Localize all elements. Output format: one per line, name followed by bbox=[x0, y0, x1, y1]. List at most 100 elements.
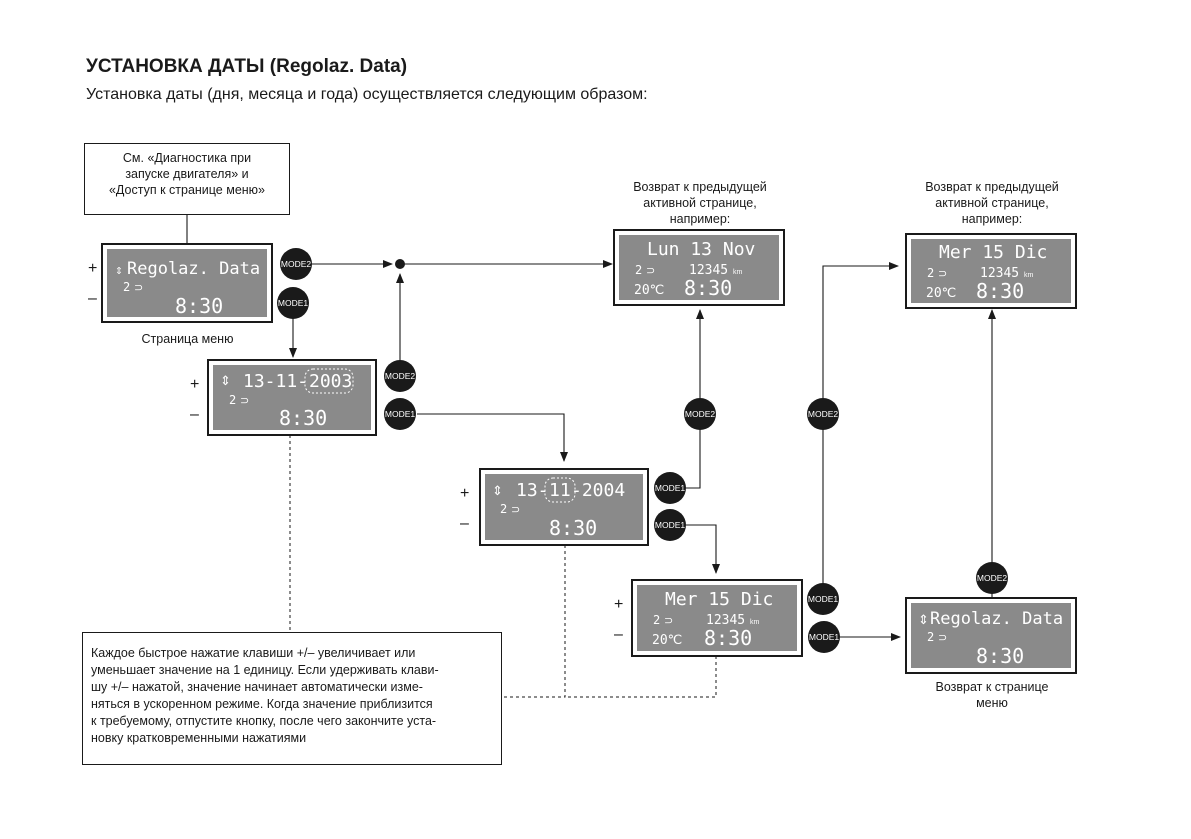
svg-text:MODE1: MODE1 bbox=[655, 483, 686, 493]
lcd-date: Mer 15 Dic bbox=[665, 589, 773, 610]
lcd-time: 8:30 bbox=[175, 294, 223, 318]
lcd-gear: 2 bbox=[123, 280, 130, 294]
lcd-time: 8:30 bbox=[704, 626, 752, 650]
reference-line: запуске двигателя» и bbox=[125, 167, 249, 181]
lcd-time: 8:30 bbox=[279, 406, 327, 430]
mode1-button[interactable]: MODE1 bbox=[807, 583, 839, 615]
lcd-temperature: 20℃ bbox=[634, 283, 664, 298]
lcd-time: 8:30 bbox=[976, 644, 1024, 668]
headlight-icon: ⊃ bbox=[938, 632, 947, 644]
minus-label: – bbox=[88, 290, 97, 307]
lcd-odometer-unit: km bbox=[750, 619, 760, 626]
page-title: УСТАНОВКА ДАТЫ (Regolaz. Data) bbox=[86, 56, 408, 77]
lcd-date: Mer 15 Dic bbox=[939, 242, 1047, 263]
caption-return-previous-1: Возврат к предыдущей активной странице, … bbox=[610, 179, 790, 227]
caption-return-menu: Возврат к странице меню bbox=[912, 679, 1072, 711]
note-line: уменьшает значение на 1 единицу. Если уд… bbox=[91, 663, 439, 677]
selection-highlight bbox=[544, 477, 576, 503]
lcd-odometer-unit: km bbox=[733, 269, 743, 276]
lcd-title: Regolaz. Data bbox=[127, 259, 260, 279]
lcd-time: 8:30 bbox=[976, 279, 1024, 303]
note-line: шу +/– нажатой, значение начинает автома… bbox=[91, 680, 423, 694]
lcd-date-selected: 2003 bbox=[309, 371, 352, 392]
svg-text:MODE2: MODE2 bbox=[808, 409, 839, 419]
lcd-year: ⇕ 13-11- 2003 2 ⊃ 8:30 bbox=[207, 359, 377, 436]
mode2-button[interactable]: MODE2 bbox=[384, 360, 416, 392]
lcd-example-1: Lun 13 Nov 2 ⊃ 12345 km 20℃ 8:30 bbox=[613, 229, 785, 306]
headlight-icon: ⊃ bbox=[240, 395, 249, 407]
reference-line: «Доступ к странице меню» bbox=[108, 183, 266, 197]
lcd-gear: 2 bbox=[927, 630, 934, 644]
mode2-button[interactable]: MODE2 bbox=[807, 398, 839, 430]
page-subtitle: Установка даты (дня, месяца и года) осущ… bbox=[86, 86, 648, 103]
lcd-gear: 2 bbox=[229, 393, 236, 407]
svg-text:MODE1: MODE1 bbox=[385, 409, 416, 419]
mode2-button[interactable]: MODE2 bbox=[280, 248, 312, 280]
lcd-date: 13- bbox=[516, 480, 549, 501]
mode1-button[interactable]: MODE1 bbox=[808, 621, 840, 653]
note-line: к требуемому, отпустите кнопку, после че… bbox=[91, 714, 437, 728]
caption-line: Возврат к странице bbox=[935, 680, 1049, 694]
mode1-button[interactable]: MODE1 bbox=[654, 509, 686, 541]
dashed-connector bbox=[502, 545, 566, 698]
headlight-icon: ⊃ bbox=[511, 504, 520, 516]
lcd-odometer-unit: km bbox=[1024, 272, 1034, 279]
mode2-button[interactable]: MODE2 bbox=[976, 562, 1008, 594]
caption-line: например: bbox=[961, 212, 1023, 226]
updown-icon: ⇕ bbox=[220, 373, 231, 388]
lcd-date: Lun 13 Nov bbox=[647, 239, 755, 260]
minus-label: – bbox=[460, 515, 469, 532]
plus-label: + bbox=[88, 260, 98, 277]
selection-highlight bbox=[304, 368, 354, 394]
lcd-temperature: 20℃ bbox=[926, 286, 956, 301]
lcd-gear: 2 bbox=[653, 613, 660, 627]
note-line: новку кратковременными нажатиями bbox=[91, 731, 307, 745]
mode1-button[interactable]: MODE1 bbox=[384, 398, 416, 430]
lcd-gear: 2 bbox=[635, 263, 642, 277]
lcd-odometer: 12345 bbox=[706, 613, 745, 628]
lcd-time: 8:30 bbox=[684, 276, 732, 300]
mode1-button[interactable]: MODE1 bbox=[277, 287, 309, 319]
svg-text:MODE1: MODE1 bbox=[809, 632, 840, 642]
lcd-dic: Mer 15 Dic 2 ⊃ 12345 km 20℃ 8:30 bbox=[631, 579, 803, 657]
mode2-button[interactable]: MODE2 bbox=[684, 398, 716, 430]
mode1-button[interactable]: MODE1 bbox=[654, 472, 686, 504]
note-line: Каждое быстрое нажатие клавиши +/– увели… bbox=[91, 646, 416, 660]
note-box: Каждое быстрое нажатие клавиши +/– увели… bbox=[82, 632, 502, 765]
caption-line: Возврат к предыдущей bbox=[633, 180, 767, 194]
svg-text:MODE2: MODE2 bbox=[281, 259, 312, 269]
lcd-title: Regolaz. Data bbox=[930, 609, 1063, 629]
dashed-connector bbox=[565, 656, 717, 698]
headlight-icon: ⊃ bbox=[134, 282, 143, 294]
caption-line: меню bbox=[976, 696, 1008, 710]
lcd-date-selected: 11 bbox=[549, 480, 571, 501]
plus-label: + bbox=[614, 596, 624, 613]
lcd-date: 13-11- bbox=[243, 371, 308, 392]
svg-text:MODE2: MODE2 bbox=[977, 573, 1008, 583]
caption-menu-page: Страница меню bbox=[141, 332, 234, 346]
arrow-year-mode1-to-month bbox=[417, 413, 568, 462]
svg-text:MODE1: MODE1 bbox=[655, 520, 686, 530]
updown-icon: ⇕ bbox=[918, 612, 929, 627]
lcd-example-2: Mer 15 Dic 2 ⊃ 12345 km 20℃ 8:30 bbox=[905, 233, 1077, 309]
arrow-month-mode1-to-dic bbox=[686, 524, 720, 574]
reference-box: См. «Диагностика при запуске двигателя» … bbox=[84, 143, 290, 215]
lcd-odometer: 12345 bbox=[980, 266, 1019, 281]
svg-text:MODE1: MODE1 bbox=[278, 298, 309, 308]
lcd-odometer: 12345 bbox=[689, 263, 728, 278]
headlight-icon: ⊃ bbox=[938, 268, 947, 280]
arrow-dic-to-example2 bbox=[822, 262, 899, 585]
lcd-date: -2004 bbox=[571, 480, 625, 501]
lcd-gear: 2 bbox=[927, 266, 934, 280]
junction-dot bbox=[395, 259, 405, 269]
updown-icon: ⇕ bbox=[492, 483, 503, 498]
lcd-menu-return: ⇕ Regolaz. Data 2 ⊃ 8:30 bbox=[905, 597, 1077, 674]
headlight-icon: ⊃ bbox=[664, 615, 673, 627]
caption-line: активной странице, bbox=[643, 196, 757, 210]
caption-line: например: bbox=[669, 212, 731, 226]
lcd-gear: 2 bbox=[500, 502, 507, 516]
minus-label: – bbox=[190, 406, 199, 423]
connector-line bbox=[686, 428, 701, 489]
svg-text:MODE2: MODE2 bbox=[685, 409, 716, 419]
minus-label: – bbox=[614, 626, 623, 643]
